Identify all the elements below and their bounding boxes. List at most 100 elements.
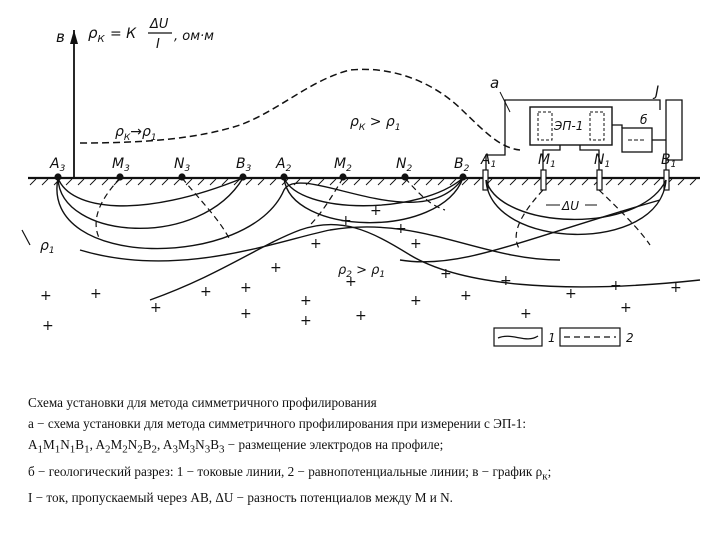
caption-electrodes-part: − размещение электродов на профиле; <box>224 437 444 452</box>
axis-arrow-icon <box>70 30 78 44</box>
caption-electrodes-part: 3 <box>219 443 225 456</box>
label-m1: M1 <box>538 152 556 170</box>
rho2-body-pattern: ++++ ++++ ++++ ++++ ++++ ++++ ++ <box>40 203 682 334</box>
formula-eq: = К <box>110 26 137 42</box>
label-a: а <box>490 74 499 92</box>
caption-electrodes-part: 1 <box>84 443 90 456</box>
caption-electrodes-part: , A <box>89 437 105 452</box>
label-a1: A1 <box>480 152 496 170</box>
ground-surface <box>28 176 700 186</box>
caption-electrodes-part: 2 <box>137 443 143 456</box>
battery-label: б <box>640 113 648 127</box>
caption-electrodes-part: 1 <box>54 443 61 456</box>
svg-text:+: + <box>150 300 162 316</box>
svg-text:+: + <box>240 280 252 296</box>
svg-text:+: + <box>40 288 52 304</box>
svg-text:+: + <box>500 273 512 289</box>
caption-electrodes-part: 3 <box>172 443 178 456</box>
svg-text:+: + <box>90 286 102 302</box>
stake-n1 <box>596 169 603 191</box>
label-a2: A2 <box>275 156 292 174</box>
svg-text:+: + <box>270 260 282 276</box>
svg-text:+: + <box>42 318 54 334</box>
svg-text:+: + <box>520 306 532 322</box>
svg-text:+: + <box>300 313 312 329</box>
legend-1: 1 <box>548 331 556 345</box>
rho-k-graph: в ρК = К ΔU I , ом·м ρК→ρ1 ρК > ρ1 <box>56 17 521 178</box>
label-a3: A3 <box>49 156 66 174</box>
profiling-diagram: в ρК = К ΔU I , ом·м ρК→ρ1 ρК > ρ1 <box>21 17 701 347</box>
figure-caption: Схема установки для метода симметричного… <box>28 392 708 508</box>
measuring-circuit: а ЭП-1 б J ΔU <box>485 74 683 213</box>
caption-electrodes-part: A <box>28 437 38 452</box>
caption-electrodes-part: 1 <box>37 443 44 456</box>
caption-electrodes-part: M <box>43 437 55 452</box>
svg-text:+: + <box>565 286 577 302</box>
label-rk-arrow: ρК→ρ1 <box>115 124 157 143</box>
caption-electrodes-part: N <box>60 437 70 452</box>
label-rho2-gt-rho1: ρ2 > ρ1 <box>338 263 385 280</box>
caption-line-electrodes: A1M1N1B1, A2M2N2B2, A3M3N3B3 − размещени… <box>28 434 708 461</box>
svg-text:+: + <box>410 236 422 252</box>
label-rk-gt: ρК > ρ1 <box>350 114 401 133</box>
caption-electrodes-part: 2 <box>151 443 158 456</box>
formula-numerator: ΔU <box>149 17 169 32</box>
svg-text:+: + <box>610 278 622 294</box>
caption-electrodes-part: 3 <box>189 443 196 456</box>
caption-title: Схема установки для метода симметричного… <box>28 395 377 410</box>
instrument-box <box>529 106 613 146</box>
label-n1: N1 <box>594 152 610 170</box>
electrode-n2 <box>401 173 409 181</box>
caption-line-a: а − схема установки для метода симметрич… <box>28 416 527 431</box>
formula: ρК = К ΔU I , ом·м <box>88 17 214 52</box>
svg-text:+: + <box>670 280 682 296</box>
formula-unit: , ом·м <box>174 29 214 44</box>
svg-text:+: + <box>370 203 382 219</box>
svg-text:+: + <box>345 274 357 290</box>
current-lines <box>56 177 667 263</box>
label-delta-u: ΔU <box>561 199 579 213</box>
caption-electrodes-part: B <box>142 437 152 452</box>
label-m3: M3 <box>112 156 130 174</box>
svg-text:+: + <box>620 300 632 316</box>
label-b2: B2 <box>454 156 470 174</box>
label-rho1: ρ1 <box>40 238 55 256</box>
label-b3: B3 <box>236 156 252 174</box>
formula-lhs: ρК <box>88 24 106 45</box>
electrode-a3 <box>54 173 62 181</box>
caption-electrodes-part: M <box>110 437 123 452</box>
caption-electrodes-part: N <box>127 437 138 452</box>
electrodes: A3 M3 N3 B3 A2 M2 N2 B2 A1 M1 N1 B1 <box>49 152 676 191</box>
label-m2: M2 <box>334 156 352 174</box>
electrode-n3 <box>178 173 186 181</box>
svg-text:+: + <box>440 266 452 282</box>
svg-text:+: + <box>300 293 312 309</box>
label-b1: B1 <box>661 152 676 170</box>
svg-text:+: + <box>240 306 252 322</box>
equipotential-lines <box>95 177 651 251</box>
electrode-m2 <box>339 173 347 181</box>
formula-denominator: I <box>156 37 160 52</box>
svg-text:+: + <box>310 236 322 252</box>
caption-line-i: I − ток, пропускаемый через AB, ΔU − раз… <box>28 490 453 506</box>
stake-m1 <box>540 169 547 191</box>
caption-electrodes-part: 2 <box>104 443 111 456</box>
legend: 1 2 <box>493 327 634 347</box>
caption-electrodes-part: , A <box>157 437 173 452</box>
legend-2: 2 <box>626 331 634 345</box>
caption-electrodes-part: B <box>75 437 85 452</box>
svg-text:+: + <box>200 284 212 300</box>
svg-text:+: + <box>340 213 352 229</box>
svg-text:+: + <box>460 288 472 304</box>
caption-electrodes-part: 2 <box>122 443 128 456</box>
label-n3: N3 <box>174 156 190 174</box>
caption-line-b: б − геологический разрез: 1 − токовые ли… <box>28 463 552 483</box>
label-j: J <box>652 84 659 100</box>
rho2-boundary <box>149 223 701 301</box>
electrode-m3 <box>116 173 124 181</box>
caption-electrodes-part: N <box>195 437 205 452</box>
label-v: в <box>56 28 65 46</box>
svg-text:+: + <box>395 221 407 237</box>
caption-electrodes-part: M <box>177 437 190 452</box>
caption-electrodes-part: B <box>210 437 219 452</box>
